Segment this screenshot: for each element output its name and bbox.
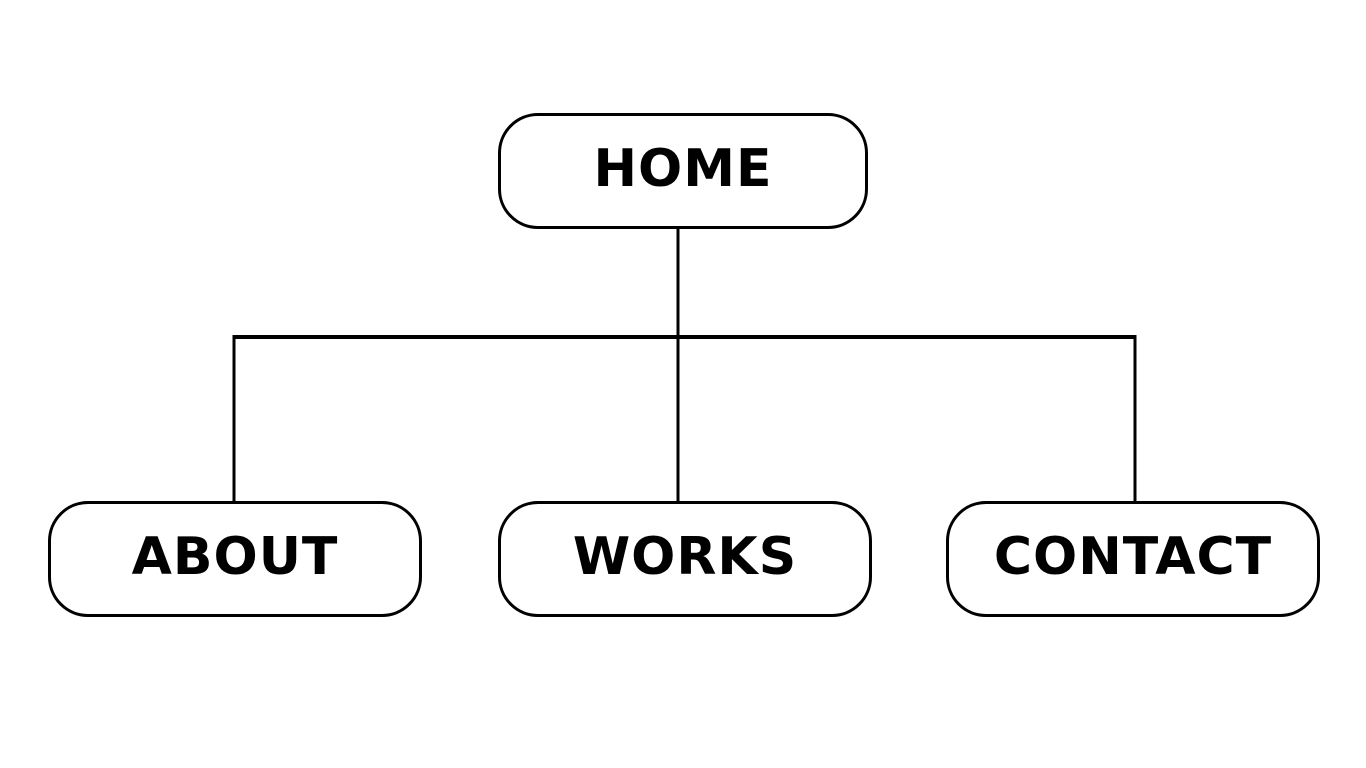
node-works: WORKS [498, 501, 872, 617]
node-contact: CONTACT [946, 501, 1320, 617]
node-works-label: WORKS [572, 527, 798, 587]
node-home: HOME [498, 113, 868, 229]
node-contact-label: CONTACT [993, 527, 1273, 587]
node-about: ABOUT [48, 501, 422, 617]
node-about-label: ABOUT [131, 527, 339, 587]
node-home-label: HOME [593, 139, 773, 199]
